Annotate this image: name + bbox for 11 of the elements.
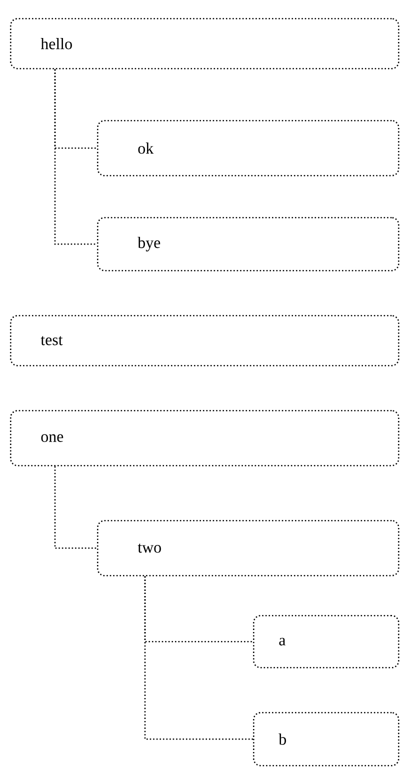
connector-line <box>54 466 97 549</box>
connector-line <box>54 69 97 245</box>
tree-box: one <box>10 410 400 466</box>
tree-box: a <box>253 615 400 668</box>
connector-line <box>144 576 253 740</box>
tree-box: b <box>253 712 400 766</box>
tree-box: bye <box>97 217 400 272</box>
tree-box: hello <box>10 18 400 70</box>
tree-box: ok <box>97 120 400 176</box>
tree-box: test <box>10 315 400 366</box>
tree-box: two <box>97 520 400 576</box>
